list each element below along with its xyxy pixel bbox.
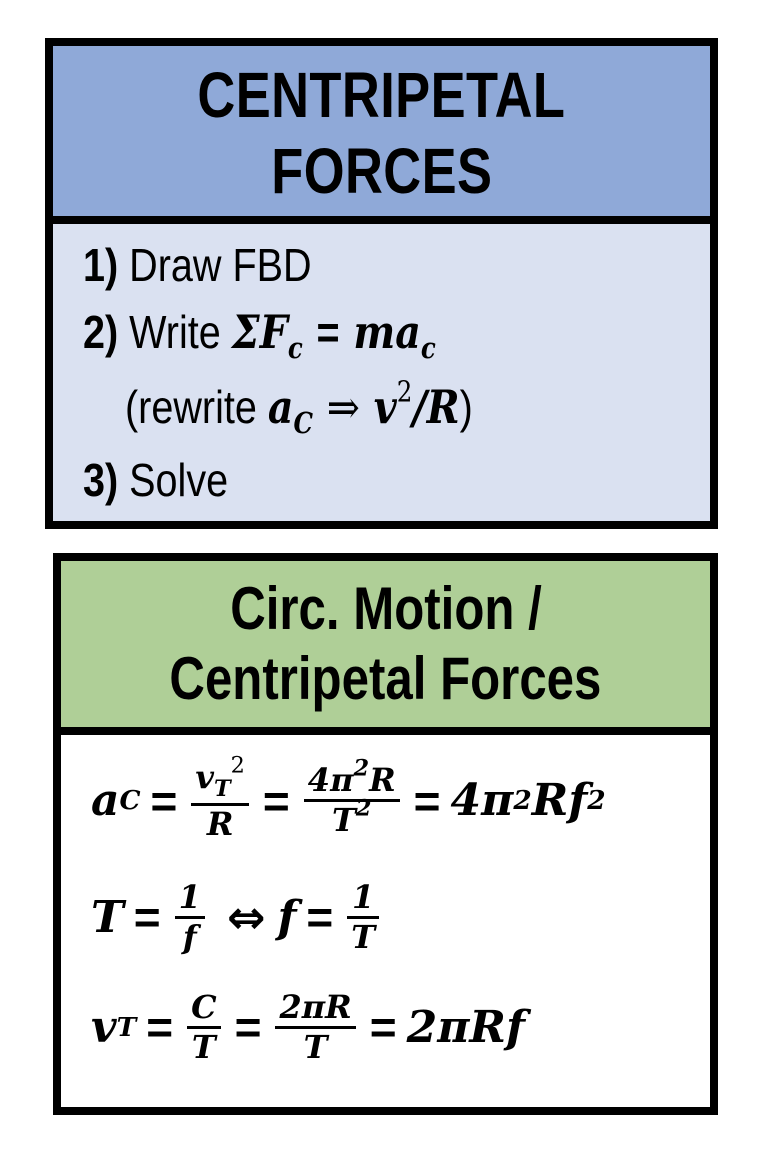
step-number: 3) bbox=[83, 454, 119, 506]
net-force-equation: ΣFc = mac bbox=[231, 305, 436, 365]
step-text: Solve bbox=[129, 454, 229, 506]
step-1: 1) Draw FBD bbox=[83, 242, 312, 288]
rewrite-acceleration-equation: aC ⇒ v2/R bbox=[267, 375, 460, 440]
header-title-line-2: Centripetal Forces bbox=[169, 645, 602, 712]
step-number: 1) bbox=[83, 239, 119, 291]
circular-motion-header: Circ. Motion / Centripetal Forces bbox=[61, 561, 710, 735]
step-2-note: (rewrite aC ⇒ v2/R) bbox=[125, 375, 473, 440]
header-title-line-1: Circ. Motion / bbox=[229, 575, 542, 642]
fraction: vT2 R bbox=[191, 754, 249, 842]
step-text: Draw FBD bbox=[129, 239, 312, 291]
fraction: 4π2R T2 bbox=[303, 758, 400, 839]
iff-arrow-icon: ⇔ bbox=[226, 890, 266, 945]
step-3: 3) Solve bbox=[83, 457, 228, 503]
fraction: 1 f bbox=[174, 879, 205, 956]
fraction: 2πR T bbox=[275, 989, 356, 1066]
centripetal-forces-header: CENTRIPETAL FORCES bbox=[53, 46, 710, 224]
header-title-line-2: FORCES bbox=[270, 135, 493, 207]
note-text: (rewrite bbox=[125, 381, 257, 433]
step-number: 2) bbox=[83, 306, 119, 358]
period-frequency-formula: T = 1 f ⇔ f = 1 T bbox=[91, 879, 383, 956]
fraction: 1 T bbox=[347, 879, 380, 956]
fraction: C T bbox=[187, 989, 221, 1066]
step-2: 2) Write ΣFc = mac bbox=[83, 309, 436, 362]
step-text: Write bbox=[129, 306, 221, 358]
implies-arrow-icon: ⇒ bbox=[326, 380, 360, 434]
header-title-line-1: CENTRIPETAL bbox=[197, 59, 566, 131]
centripetal-forces-card: CENTRIPETAL FORCES 1) Draw FBD 2) Write … bbox=[45, 38, 718, 529]
